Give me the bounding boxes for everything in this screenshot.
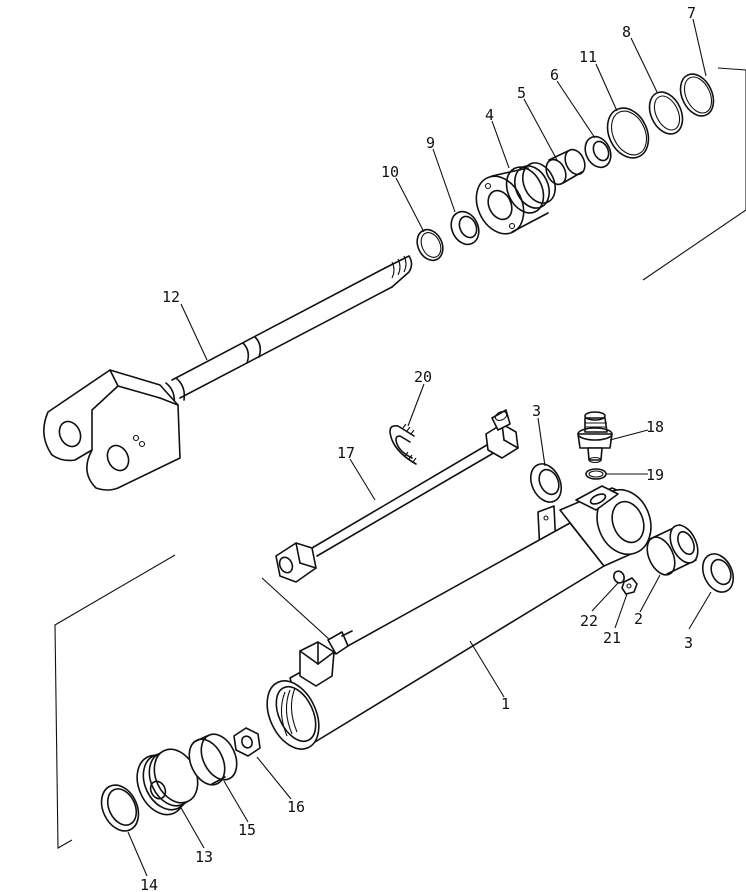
cylinder-head-part-4: [475, 162, 557, 235]
wear-ring-part-15: [188, 733, 238, 786]
callout-7: 7: [687, 4, 696, 22]
piston-rod-part-12: [43, 255, 413, 491]
washer-part-22: [613, 570, 625, 584]
callout-13: 13: [195, 848, 213, 866]
callout-9: 9: [426, 134, 435, 152]
clamp-part-20: [389, 423, 417, 465]
callout-16: 16: [287, 798, 305, 816]
dust-seal-part-6: [584, 135, 612, 169]
callout-8: 8: [622, 23, 631, 41]
cylinder-tube-part-1: [266, 485, 652, 750]
bearing-part-3-upper: [529, 463, 563, 503]
callout-3-lower: 3: [684, 634, 693, 652]
callout-4: 4: [485, 106, 494, 124]
bushing-part-5: [545, 148, 586, 186]
callout-14: 14: [140, 876, 158, 892]
backup-ring-part-8: [648, 91, 684, 135]
leader-lines: [127, 18, 712, 877]
o-ring-part-11: [606, 107, 650, 159]
callout-22: 22: [580, 612, 598, 630]
callout-3-upper: 3: [532, 402, 541, 420]
callout-17: 17: [337, 444, 355, 462]
bearing-part-3-lower: [701, 553, 735, 593]
callout-15: 15: [238, 821, 256, 839]
wear-ring-part-14: [100, 784, 140, 832]
bushing-part-2: [646, 524, 699, 576]
callout-18: 18: [646, 418, 664, 436]
snap-ring-part-10: [416, 228, 444, 262]
callout-2: 2: [634, 610, 643, 628]
callout-5: 5: [517, 84, 526, 102]
callout-11: 11: [579, 48, 597, 66]
nut-part-21: [621, 577, 638, 595]
nut-part-16: [233, 727, 261, 757]
o-ring-part-7: [679, 73, 715, 117]
callout-20: 20: [414, 368, 432, 386]
callout-6: 6: [550, 66, 559, 84]
callout-labels: 7 8 11 6 5 4 9 10 12 20 17 3 18 19 1 22 …: [140, 4, 696, 892]
callout-12: 12: [162, 288, 180, 306]
piston-part-13: [136, 748, 199, 816]
fitting-part-18: [577, 411, 613, 464]
callout-21: 21: [603, 629, 621, 647]
o-ring-part-19: [585, 468, 607, 480]
callout-10: 10: [381, 163, 399, 181]
seal-part-9: [450, 210, 480, 246]
tube-part-17: [275, 409, 519, 583]
callout-1: 1: [501, 695, 510, 713]
callout-19: 19: [646, 466, 664, 484]
